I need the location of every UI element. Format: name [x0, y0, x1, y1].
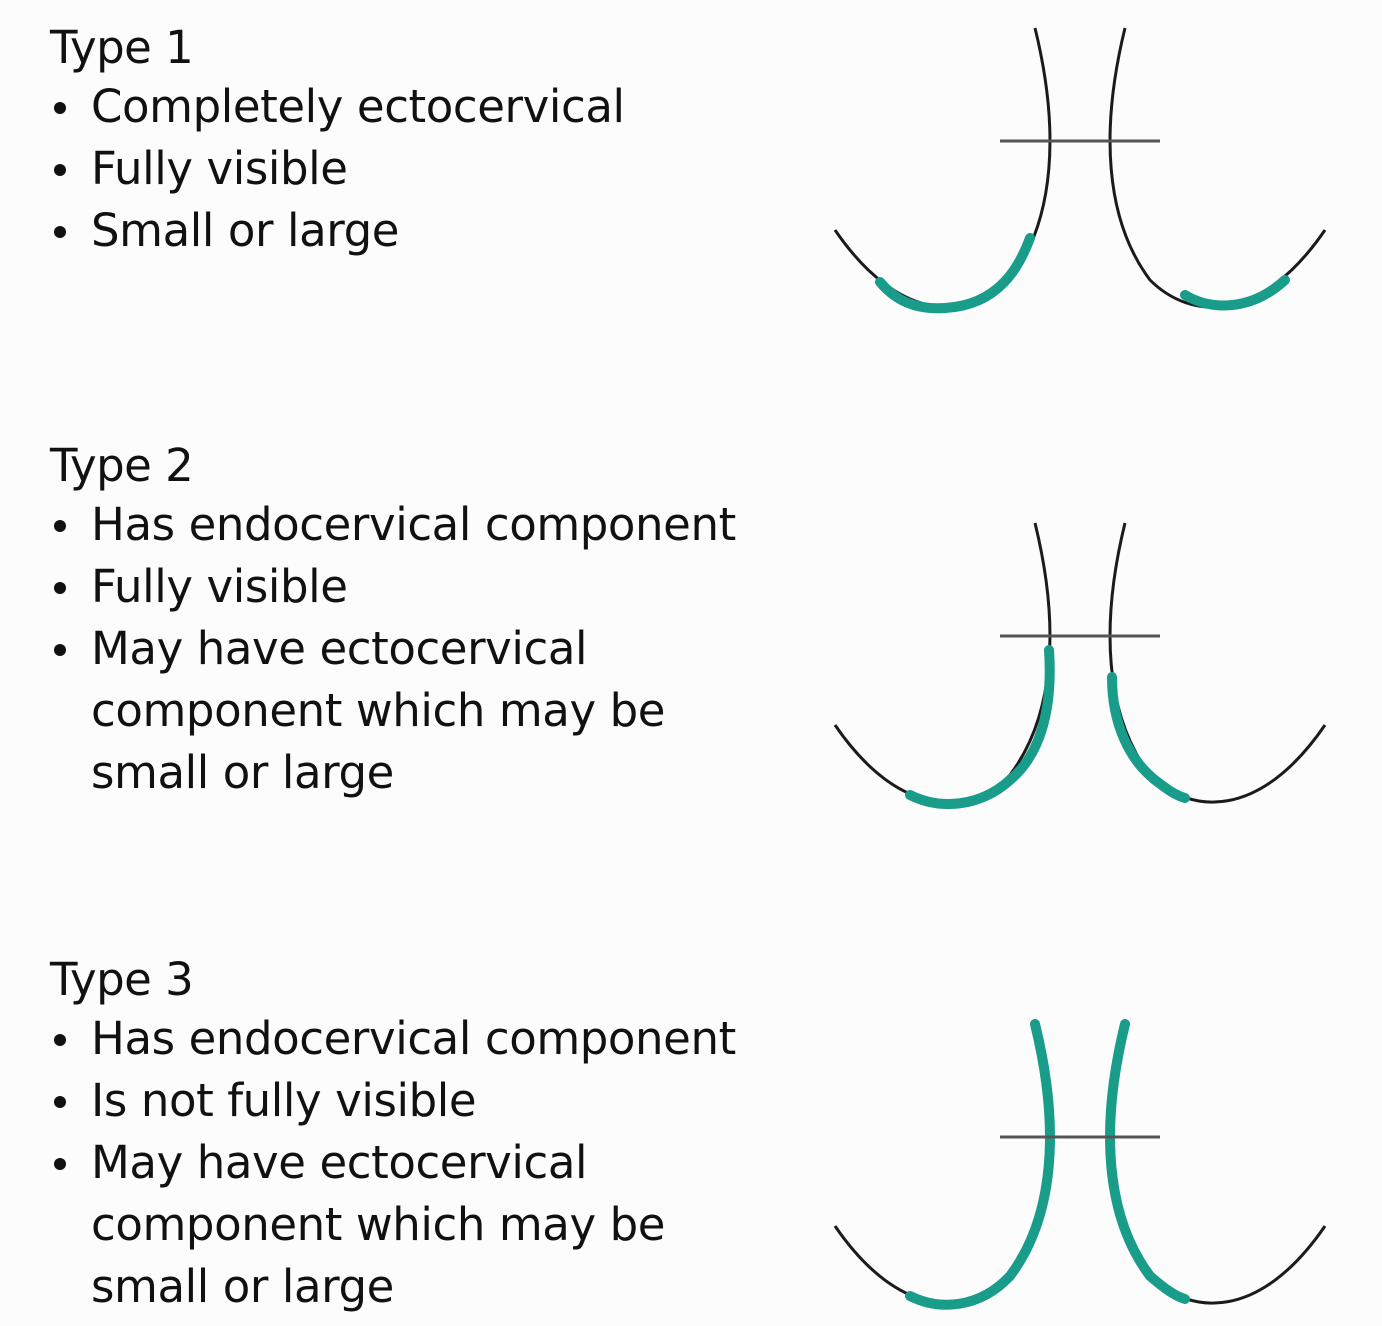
type-3-bullet-1: Has endocervical component [50, 1008, 810, 1070]
type-2-section: Type 2 Has endocervical component Fully … [50, 438, 810, 804]
type-3-title: Type 3 [50, 953, 194, 1006]
type-2-bullet-3: May have ectocervical component which ma… [50, 618, 731, 804]
type-1-left-tz [875, 233, 1035, 314]
type-2-title: Type 2 [50, 439, 194, 492]
type-2-bullet-list: Has endocervical component Fully visible… [50, 494, 810, 804]
type-2-diagram [820, 515, 1340, 835]
type-1-cervix-illustration [833, 27, 1327, 314]
type-2-left-lip-outline [833, 522, 1052, 804]
type-2-cervix-illustration [833, 522, 1327, 809]
type-3-bullet-2: Is not fully visible [50, 1070, 810, 1132]
type-1-bullet-3: Small or large [50, 200, 810, 262]
type-1-bullet-list: Completely ectocervical Fully visible Sm… [50, 76, 810, 262]
type-3-diagram [820, 1016, 1340, 1326]
type-1-title: Type 1 [50, 21, 194, 74]
type-1-diagram [820, 20, 1340, 340]
type-1-bullet-2: Fully visible [50, 138, 810, 200]
type-1-right-lip-outline [1108, 27, 1327, 309]
type-2-right-tz [1107, 672, 1190, 803]
type-2-bullet-2: Fully visible [50, 556, 810, 618]
type-3-bullet-list: Has endocervical component Is not fully … [50, 1008, 810, 1318]
type-2-left-tz [905, 645, 1055, 809]
type-3-left-tz [905, 1019, 1055, 1310]
type-1-section: Type 1 Completely ectocervical Fully vis… [50, 20, 810, 262]
type-3-right-tz [1105, 1019, 1190, 1304]
type-1-right-tz [1180, 275, 1290, 311]
type-3-section: Type 3 Has endocervical component Is not… [50, 952, 810, 1318]
type-2-bullet-1: Has endocervical component [50, 494, 810, 556]
type-1-bullet-1: Completely ectocervical [50, 76, 810, 138]
type-3-cervix-illustration [833, 1019, 1327, 1310]
type-3-bullet-3: May have ectocervical component which ma… [50, 1132, 731, 1318]
